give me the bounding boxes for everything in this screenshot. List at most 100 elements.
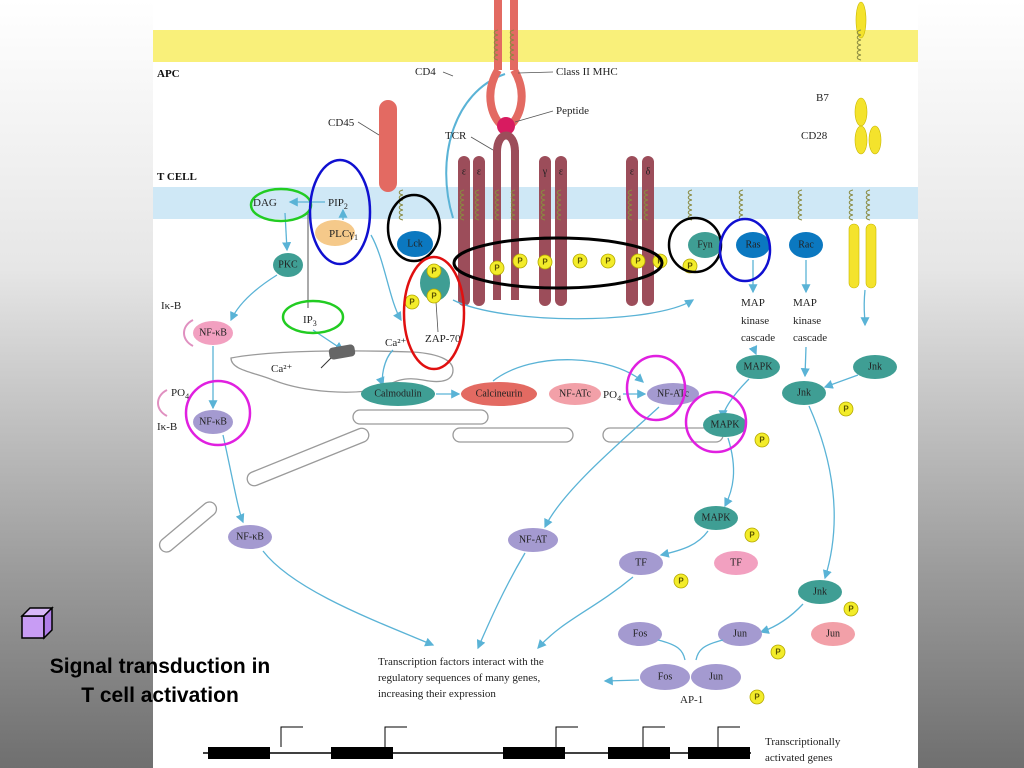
mapk-1-label: MAPK: [744, 362, 774, 373]
phosphate-label: P: [635, 257, 641, 266]
fos-label: Fos: [633, 629, 648, 640]
jnk-node-2: [798, 580, 842, 604]
rac-label: Rac: [798, 240, 814, 251]
map-cascade-2-line-3: cascade: [793, 332, 827, 344]
ip3-label: IP3: [303, 314, 317, 328]
phosphate-label: P: [605, 257, 611, 266]
jun-inactive: [811, 622, 855, 646]
phosphate-label: P: [542, 258, 548, 267]
class-ii-mhc-label: Class II MHC: [556, 66, 618, 78]
phosphate-label: P: [749, 531, 755, 540]
highlight-zap70: [402, 255, 466, 371]
po4-2-label: PO4: [603, 389, 621, 403]
phosphate-label: P: [759, 436, 765, 445]
phosphate-label: P: [843, 405, 849, 414]
ap1-label: AP-1: [680, 694, 703, 706]
ca-short-label: Ca²⁺: [385, 337, 407, 349]
phosphate-circle: [673, 573, 689, 589]
phosphate-label: P: [517, 257, 523, 266]
map-cascade-2-line-2: kinase: [793, 315, 821, 327]
tf-inactive-label: TF: [730, 558, 742, 569]
b7-cd28: [848, 1, 882, 289]
highlight-ras: [718, 217, 772, 283]
phosphate-circle: [572, 253, 588, 269]
nfkb-ikb-label: NF-κB: [199, 328, 227, 339]
jnk-1-label: Jnk: [797, 388, 811, 399]
nfkb-free: [193, 410, 233, 434]
mapk-2-label: MAPK: [711, 420, 741, 431]
highlight-lck: [386, 193, 442, 263]
genes-note-line-2: activated genes: [765, 752, 833, 764]
phosphate-circle: [512, 253, 528, 269]
cd28-label: CD28: [801, 130, 828, 142]
tcr-chain-6-label: δ: [646, 167, 651, 178]
mapk-3-label: MAPK: [702, 513, 732, 524]
tcell-membrane: [153, 187, 918, 219]
transcription-note-line-2: regulatory sequences of many genes,: [378, 672, 540, 684]
tcr-chain-1-label: ε: [462, 167, 466, 178]
jun-label: Jun: [733, 629, 747, 640]
ap1-fos: [640, 664, 690, 690]
phosphate-circle: [426, 288, 442, 304]
transcription-note-line-3: increasing their expression: [378, 688, 496, 700]
mapk-node-1: [736, 355, 780, 379]
jnk-upstream-label: Jnk: [868, 362, 882, 373]
ras-node: [736, 232, 770, 258]
ap1-fos-label: Fos: [658, 672, 673, 683]
ikb-bottom-label: Iκ-B: [157, 421, 177, 433]
nfkb-free-label: NF-κB: [199, 417, 227, 428]
pathway-figure: APC T CELL CD45 CD4 Class II MHC Peptide…: [153, 0, 918, 768]
fyn-label: Fyn: [697, 240, 713, 251]
tcr-label: TCR: [445, 130, 467, 142]
phosphate-label: P: [754, 693, 760, 702]
gene-track: [203, 726, 751, 759]
lck-node: [397, 231, 433, 257]
tcr-chain-5-label: ε: [630, 167, 634, 178]
ikb-top-label: Iκ-B: [161, 300, 181, 312]
fyn-node: [688, 232, 722, 258]
peptide: [497, 117, 515, 135]
pip2-label: PIP2: [328, 197, 348, 211]
phosphate-circle: [749, 689, 765, 705]
plc-gamma-node: [315, 220, 355, 246]
transcription-note-line-1: Transcription factors interact with the: [378, 656, 544, 668]
cd4-molecule: [445, 73, 506, 219]
apc-membrane: [153, 30, 918, 62]
phosphate-label: P: [431, 267, 437, 276]
calmodulin-label: Calmodulin: [374, 389, 421, 400]
highlight-itam-phosphates: [452, 236, 664, 290]
slide-caption: Signal transduction in T cell activation: [49, 655, 271, 707]
phosphate-circle: [744, 527, 760, 543]
phosphate-label: P: [687, 262, 693, 271]
nfat-nuclear: [508, 528, 558, 552]
phosphate-label: P: [678, 577, 684, 586]
calmodulin-node: [361, 382, 435, 406]
b7-label: B7: [816, 92, 829, 104]
ras-label: Ras: [746, 240, 761, 251]
fos-node: [618, 622, 662, 646]
map-cascade-2-line-1: MAP: [793, 297, 817, 309]
tcr-chain-2-label: ε: [477, 167, 481, 178]
dag-label: DAG: [253, 197, 277, 209]
genes-note-line-1: Transcriptionally: [765, 736, 841, 748]
cube-icon: [20, 606, 54, 640]
rac-node: [789, 232, 823, 258]
po4-label: PO4: [171, 387, 189, 401]
tf-active-label: TF: [635, 558, 647, 569]
jun-node: [718, 622, 762, 646]
phosphate-label: P: [848, 605, 854, 614]
cd45-molecule: [379, 100, 397, 192]
phosphate-circle: [600, 253, 616, 269]
highlight-mapk: [684, 390, 748, 454]
phosphate-circle: [770, 644, 786, 660]
apc-label: APC: [157, 68, 180, 80]
phosphate-circle: [630, 253, 646, 269]
tcr-chain-3-label: γ: [542, 167, 548, 178]
mapk-node-2: [703, 413, 747, 437]
phosphate-circle: [537, 254, 553, 270]
pathway-diagram: APC T CELL CD45 CD4 Class II MHC Peptide…: [153, 0, 918, 764]
ap1-jun-label: Jun: [709, 672, 723, 683]
phosphate-circle: [426, 263, 442, 279]
calcium-label: Ca²⁺: [271, 363, 293, 375]
tf-inactive: [714, 551, 758, 575]
